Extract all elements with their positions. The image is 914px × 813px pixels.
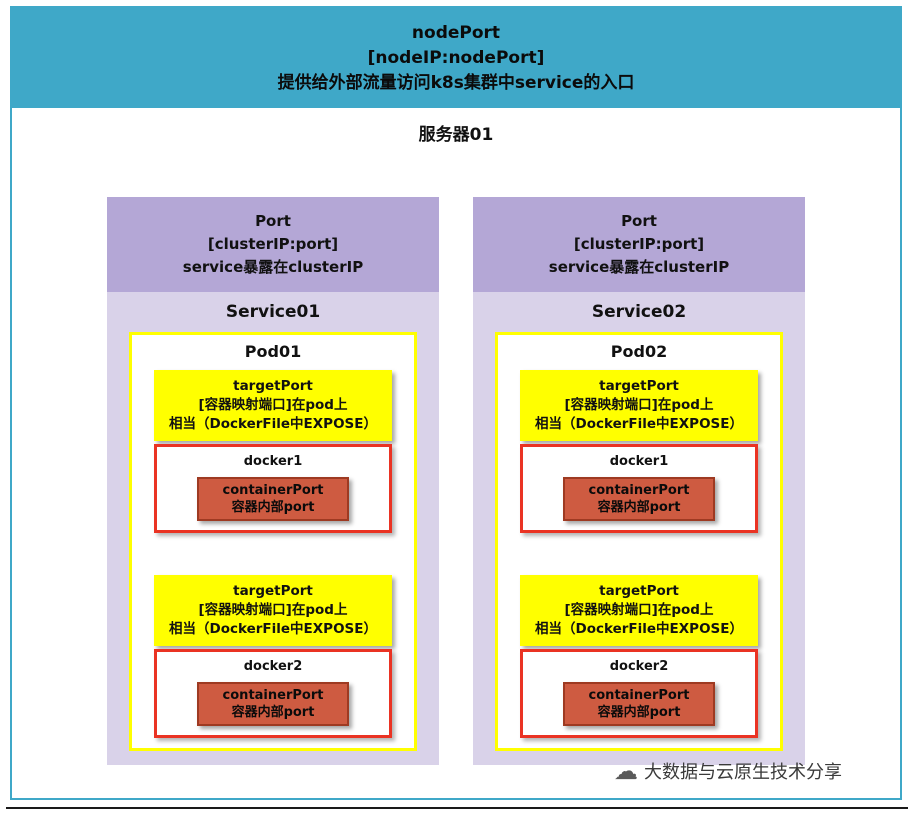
port-header: Port [clusterIP:port] service暴露在clusterI… — [107, 197, 439, 292]
bottom-divider — [6, 807, 908, 809]
container-port-line2: 容器内部port — [231, 705, 315, 720]
target-port-block: targetPort [容器映射端口]在pod上 相当（DockerFile中E… — [154, 575, 392, 646]
docker-container-box: docker2 containerPort 容器内部port — [520, 649, 758, 738]
node-box: nodePort [nodeIP:nodePort] 提供给外部流量访问k8s集… — [10, 6, 902, 800]
target-port-line3: 相当（DockerFile中EXPOSE） — [535, 416, 743, 432]
docker-label: docker1 — [609, 454, 669, 469]
docker-label: docker2 — [609, 659, 669, 674]
target-port-line2: [容器映射端口]在pod上 — [564, 397, 714, 413]
docker-container-box: docker1 containerPort 容器内部port — [520, 444, 758, 533]
port-header: Port [clusterIP:port] service暴露在clusterI… — [473, 197, 805, 292]
node-port-address: [nodeIP:nodePort] — [367, 47, 545, 68]
port-address: [clusterIP:port] — [207, 235, 339, 253]
target-port-block: targetPort [容器映射端口]在pod上 相当（DockerFile中E… — [520, 370, 758, 441]
docker-container-box: docker1 containerPort 容器内部port — [154, 444, 392, 533]
service-column-2: Port [clusterIP:port] service暴露在clusterI… — [473, 197, 805, 765]
target-port-block: targetPort [容器映射端口]在pod上 相当（DockerFile中E… — [520, 575, 758, 646]
service-body: Service01 Pod01 targetPort [容器映射端口]在pod上… — [107, 292, 439, 765]
node-port-description: 提供给外部流量访问k8s集群中service的入口 — [277, 72, 635, 93]
pod-box: Pod02 targetPort [容器映射端口]在pod上 相当（Docker… — [495, 332, 783, 751]
pod-name: Pod02 — [610, 342, 668, 361]
container-port-line2: 容器内部port — [597, 705, 681, 720]
watermark-text: 大数据与云原生技术分享 — [644, 762, 842, 783]
target-port-title: targetPort — [233, 378, 313, 394]
docker-label: docker2 — [243, 659, 303, 674]
docker-container-box: docker2 containerPort 容器内部port — [154, 649, 392, 738]
container-port-block: containerPort 容器内部port — [197, 477, 349, 521]
node-port-title: nodePort — [411, 22, 501, 43]
target-port-block: targetPort [容器映射端口]在pod上 相当（DockerFile中E… — [154, 370, 392, 441]
service-name: Service02 — [591, 302, 687, 322]
port-title: Port — [255, 212, 291, 230]
target-port-title: targetPort — [599, 378, 679, 394]
container-port-block: containerPort 容器内部port — [197, 682, 349, 726]
target-port-line2: [容器映射端口]在pod上 — [564, 602, 714, 618]
target-port-line3: 相当（DockerFile中EXPOSE） — [169, 621, 377, 637]
watermark: ☁ 大数据与云原生技术分享 — [614, 758, 842, 784]
container-port-block: containerPort 容器内部port — [563, 682, 715, 726]
port-title: Port — [621, 212, 657, 230]
container-port-title: containerPort — [222, 688, 324, 703]
target-port-title: targetPort — [599, 583, 679, 599]
target-port-line3: 相当（DockerFile中EXPOSE） — [169, 416, 377, 432]
port-description: service暴露在clusterIP — [548, 258, 730, 276]
container-port-line2: 容器内部port — [597, 500, 681, 515]
target-port-line2: [容器映射端口]在pod上 — [198, 397, 348, 413]
cloud-icon: ☁ — [614, 757, 638, 785]
docker-label: docker1 — [243, 454, 303, 469]
container-port-title: containerPort — [222, 483, 324, 498]
container-port-title: containerPort — [588, 688, 690, 703]
container-port-title: containerPort — [588, 483, 690, 498]
target-port-title: targetPort — [233, 583, 313, 599]
target-port-line2: [容器映射端口]在pod上 — [198, 602, 348, 618]
port-description: service暴露在clusterIP — [182, 258, 364, 276]
target-port-line3: 相当（DockerFile中EXPOSE） — [535, 621, 743, 637]
services-row: Port [clusterIP:port] service暴露在clusterI… — [12, 197, 900, 765]
port-address: [clusterIP:port] — [573, 235, 705, 253]
container-port-block: containerPort 容器内部port — [563, 477, 715, 521]
node-port-header: nodePort [nodeIP:nodePort] 提供给外部流量访问k8s集… — [12, 8, 900, 108]
server-title: 服务器01 — [418, 125, 494, 145]
service-body: Service02 Pod02 targetPort [容器映射端口]在pod上… — [473, 292, 805, 765]
container-port-line2: 容器内部port — [231, 500, 315, 515]
pod-name: Pod01 — [244, 342, 302, 361]
service-name: Service01 — [225, 302, 321, 322]
service-column-1: Port [clusterIP:port] service暴露在clusterI… — [107, 197, 439, 765]
pod-box: Pod01 targetPort [容器映射端口]在pod上 相当（Docker… — [129, 332, 417, 751]
